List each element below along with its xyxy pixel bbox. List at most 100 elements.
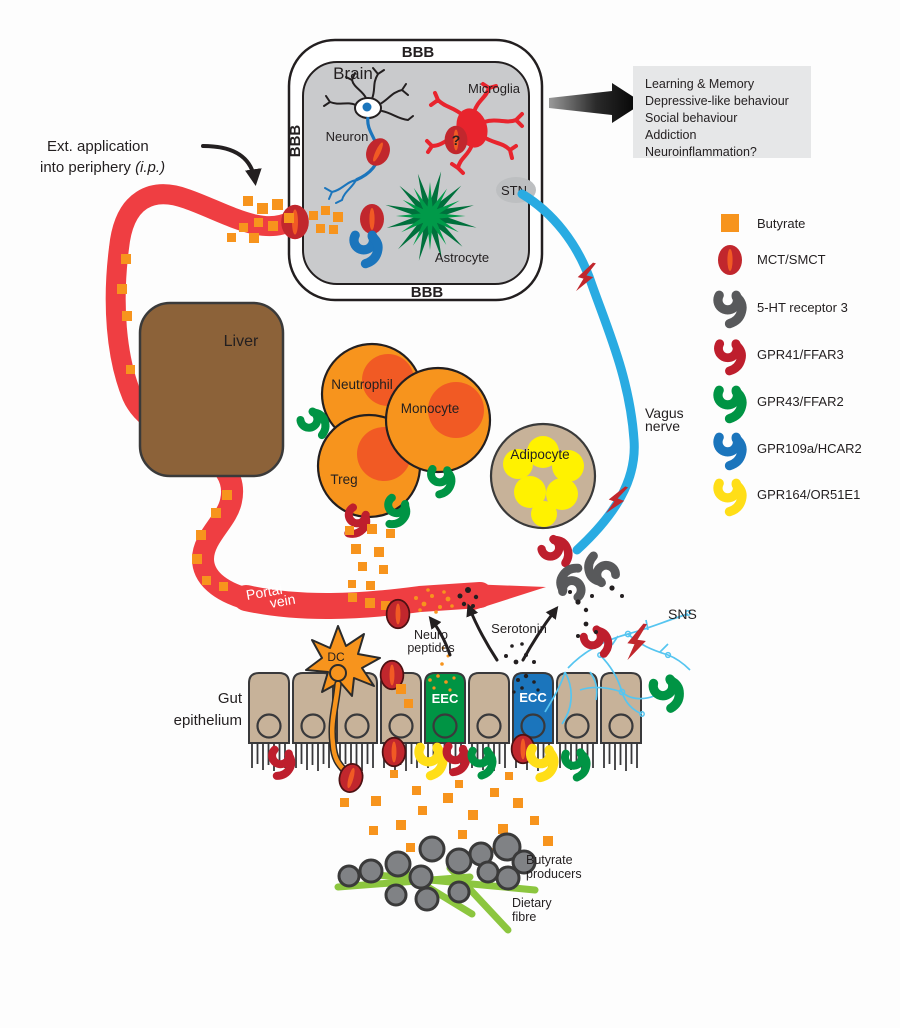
mct-icon xyxy=(718,245,742,275)
gpr164-receptor-icon xyxy=(419,747,443,775)
legend-label: Butyrate xyxy=(757,216,805,231)
brain-panel: BBB BBB BBB Brain Neuron ? Microglia Ast… xyxy=(281,38,544,302)
legend: Butyrate MCT/SMCT 5-HT receptor 3 GPR41/… xyxy=(718,214,862,512)
immune-cells: Neutrophil Monocyte Treg xyxy=(300,342,492,539)
5ht3-receptor-icon xyxy=(718,295,742,323)
butyrate-squares-brain xyxy=(309,206,343,234)
gpr43-receptor-icon xyxy=(718,390,742,418)
serotonin-dots-vein xyxy=(457,587,479,608)
butyrate-producers-label-1: Butyrate xyxy=(526,853,573,867)
dietary-fibre-label-2: fibre xyxy=(512,910,536,924)
astrocyte-label: Astrocyte xyxy=(435,250,489,265)
neuron-label: Neuron xyxy=(326,129,369,144)
portal-label-2: vein xyxy=(268,591,296,611)
mct-icon-portal-vein xyxy=(386,599,410,629)
gpr41-receptor-icon xyxy=(541,536,575,570)
legend-label: GPR41/FFAR3 xyxy=(757,347,844,362)
ext-application-arrow xyxy=(201,144,262,186)
gpr43-receptor-icon xyxy=(652,677,683,711)
treg-label: Treg xyxy=(330,472,357,487)
legend-item-5ht3: 5-HT receptor 3 xyxy=(718,295,848,323)
butyrate-squares-lumen xyxy=(340,770,553,857)
legend-item-gpr43: GPR43/FFAR2 xyxy=(718,390,844,418)
ext-application: Ext. application into periphery (i.p.) xyxy=(40,138,294,243)
legend-item-butyrate: Butyrate xyxy=(721,214,805,232)
bolt-icon xyxy=(625,621,649,663)
5ht3-receptor-icon xyxy=(557,564,588,597)
brain-outcomes-arrow xyxy=(549,83,643,123)
legend-label: GPR109a/HCAR2 xyxy=(757,441,862,456)
legend-item-gpr164: GPR164/OR51E1 xyxy=(718,483,860,511)
gpr164-receptor-icon xyxy=(529,748,555,778)
neuropeptides-label-1: Neuro xyxy=(414,628,448,642)
microglia: ? xyxy=(425,82,524,175)
portal-label-1: Portal xyxy=(245,581,284,603)
adipocyte-label: Adipocyte xyxy=(510,447,569,462)
butyrate-squares-vessel xyxy=(117,254,390,610)
butyrate-squares-injection xyxy=(227,196,294,243)
gut-label-1: Gut xyxy=(218,690,243,707)
neuropeptides-label-2: peptides xyxy=(407,641,454,655)
mct-icon xyxy=(382,737,406,767)
butyrate-producers xyxy=(337,832,537,912)
serotonin-receptors xyxy=(541,536,624,638)
butyrate-swatch-icon xyxy=(721,214,739,232)
outcome-line: Learning & Memory xyxy=(645,77,755,91)
vagus-label-1: Vagus xyxy=(645,405,684,421)
ecc-label: ECC xyxy=(519,690,547,705)
sns-network xyxy=(544,610,691,725)
5ht3-receptor-icon xyxy=(583,550,617,585)
gpr109a-receptor-icon xyxy=(718,437,742,465)
bbb-bottom-label: BBB xyxy=(411,284,444,301)
legend-item-gpr41: GPR41/FFAR3 xyxy=(718,344,844,371)
vagus-label-2: nerve xyxy=(645,418,680,434)
adipocyte: Adipocyte xyxy=(489,422,597,530)
legend-label: GPR43/FFAR2 xyxy=(757,394,844,409)
gpr41-receptor-icon xyxy=(267,749,294,778)
astrocyte xyxy=(385,171,477,261)
microglia-question: ? xyxy=(452,132,461,148)
outcome-line: Social behaviour xyxy=(645,111,737,125)
neutrophil-label: Neutrophil xyxy=(331,377,393,392)
neuropeptide-dots-vein xyxy=(414,588,454,614)
gpr43-receptor-icon xyxy=(472,751,493,776)
dietary-fibre-label-1: Dietary xyxy=(512,896,552,910)
outcome-line: Depressive-like behaviour xyxy=(645,94,789,108)
monocyte-label: Monocyte xyxy=(401,401,460,416)
liver: Liver xyxy=(138,301,285,478)
legend-item-gpr109a: GPR109a/HCAR2 xyxy=(718,437,862,465)
gpr41-receptor-icon xyxy=(718,344,741,371)
legend-label: GPR164/OR51E1 xyxy=(757,487,860,502)
legend-label: MCT/SMCT xyxy=(757,252,826,267)
signal-arrows xyxy=(428,603,559,662)
neuron xyxy=(323,67,414,204)
portal-vein xyxy=(233,582,493,619)
liver-label: Liver xyxy=(224,333,259,350)
outcome-line: Neuroinflammation? xyxy=(645,145,757,159)
outcome-line: Addiction xyxy=(645,128,696,142)
legend-item-mct: MCT/SMCT xyxy=(718,245,826,275)
gut-label-2: epithelium xyxy=(174,712,242,729)
dendritic-cell: DC xyxy=(305,625,381,795)
sns-label: SNS xyxy=(668,606,697,622)
bbb-top-label: BBB xyxy=(402,44,435,61)
portal-vein-label: Portal vein xyxy=(245,581,297,611)
epithelium-receptors xyxy=(267,660,588,779)
brain-label: Brain xyxy=(333,64,373,83)
vagus-nerve xyxy=(517,189,639,555)
mct-icon xyxy=(360,204,384,234)
microglia-label: Microglia xyxy=(468,81,521,96)
epithelial-cell xyxy=(335,671,379,773)
ext-application-label-1: Ext. application xyxy=(47,138,149,155)
outcomes: Learning & Memory Depressive-like behavi… xyxy=(549,66,811,159)
eec-granules xyxy=(428,646,456,692)
dc-label: DC xyxy=(327,650,345,664)
serotonin-label: Serotonin xyxy=(491,621,547,636)
ext-application-label-2: into periphery (i.p.) xyxy=(40,159,165,176)
eec-label: EEC xyxy=(432,691,459,706)
butyrate-producers-label-2: producers xyxy=(526,867,582,881)
gpr164-receptor-icon xyxy=(718,483,742,511)
bbb-left-label: BBB xyxy=(287,125,304,158)
